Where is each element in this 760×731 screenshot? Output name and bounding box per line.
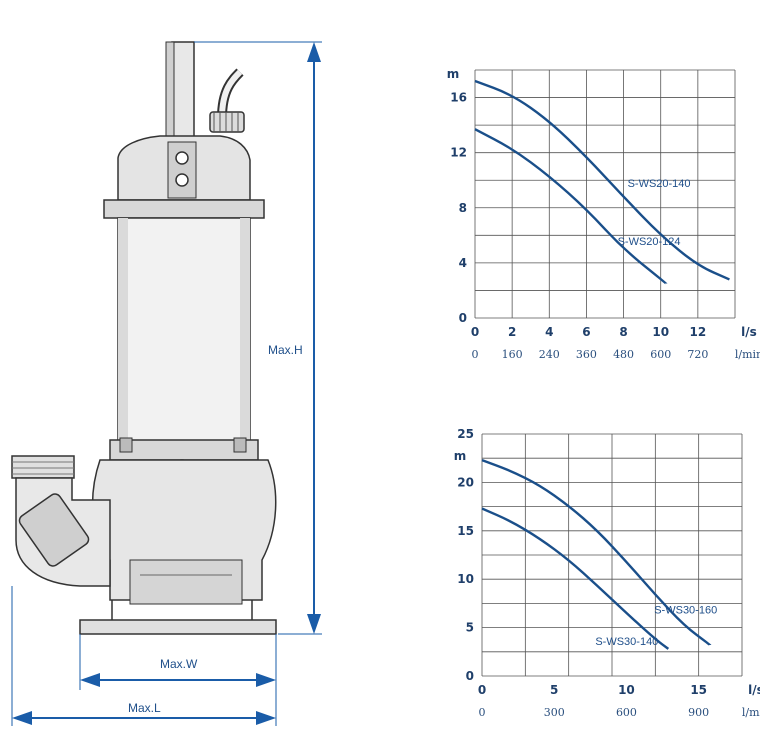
series-line	[481, 459, 711, 646]
chart-grid	[481, 433, 743, 677]
x-tick-label: 0	[471, 325, 479, 339]
y-tick-label: 20	[457, 475, 474, 489]
y-tick-label: 10	[457, 572, 474, 586]
y-tick-label: 15	[457, 524, 474, 538]
y-tick-label: 25	[457, 427, 474, 441]
y-tick-label: 12	[450, 146, 467, 160]
x2-unit-label: l/min	[735, 348, 760, 361]
x2-unit-label: l/min	[742, 706, 760, 719]
base-plate	[79, 619, 277, 635]
discharge-outlet	[11, 455, 111, 587]
x-tick-label: 10	[652, 325, 669, 339]
series-line	[481, 507, 670, 650]
x-tick-label: 12	[690, 325, 707, 339]
pump-curve-chart-1: 0481216m0021604240636084801060012720l/sl…	[447, 67, 760, 361]
y-unit-label: m	[454, 449, 467, 463]
x-tick-label: 4	[545, 325, 553, 339]
y-tick-label: 8	[459, 201, 467, 215]
y-tick-label: 0	[466, 669, 474, 683]
width-label: Max.W	[160, 657, 198, 671]
x-tick-label: 8	[619, 325, 627, 339]
x2-tick-label: 480	[613, 348, 634, 361]
x2-tick-label: 0	[479, 706, 486, 719]
x2-tick-label: 0	[472, 348, 479, 361]
x2-tick-label: 160	[502, 348, 523, 361]
x2-tick-label: 600	[650, 348, 671, 361]
x2-tick-label: 360	[576, 348, 597, 361]
x-unit-label: l/s	[741, 325, 757, 339]
x-tick-label: 10	[618, 683, 635, 697]
series-label: S-WS20-124	[618, 236, 681, 248]
series-line	[474, 79, 730, 281]
pump-drawing: Max.H Max.W Max.L	[11, 41, 322, 726]
upper-flange	[103, 199, 265, 219]
x-tick-label: 6	[582, 325, 590, 339]
chart-grid	[474, 69, 736, 319]
series-label: S-WS20-140	[628, 178, 691, 190]
bolt-icon	[175, 151, 189, 165]
y-tick-label: 5	[466, 621, 474, 635]
x-tick-label: 15	[690, 683, 707, 697]
x2-tick-label: 720	[687, 348, 708, 361]
bolt-icon	[175, 173, 189, 187]
series-label: S-WS30-140	[595, 636, 658, 648]
series-label: S-WS30-160	[654, 605, 717, 617]
x2-tick-label: 900	[688, 706, 709, 719]
height-label: Max.H	[268, 343, 303, 357]
motor-body	[117, 217, 251, 449]
y-tick-label: 16	[450, 91, 467, 105]
x-tick-label: 0	[478, 683, 486, 697]
y-tick-label: 0	[459, 311, 467, 325]
x2-tick-label: 300	[544, 706, 565, 719]
x2-tick-label: 240	[539, 348, 560, 361]
length-label: Max.L	[128, 701, 161, 715]
series-line	[474, 128, 668, 285]
x-tick-label: 2	[508, 325, 516, 339]
x2-tick-label: 600	[616, 706, 637, 719]
y-tick-label: 4	[459, 256, 467, 270]
y-unit-label: m	[447, 67, 460, 81]
x-tick-label: 5	[550, 683, 558, 697]
x-unit-label: l/s	[748, 683, 760, 697]
pump-curve-chart-2: 0510152025m0053001060015900l/sl/minS-WS3…	[454, 427, 760, 719]
